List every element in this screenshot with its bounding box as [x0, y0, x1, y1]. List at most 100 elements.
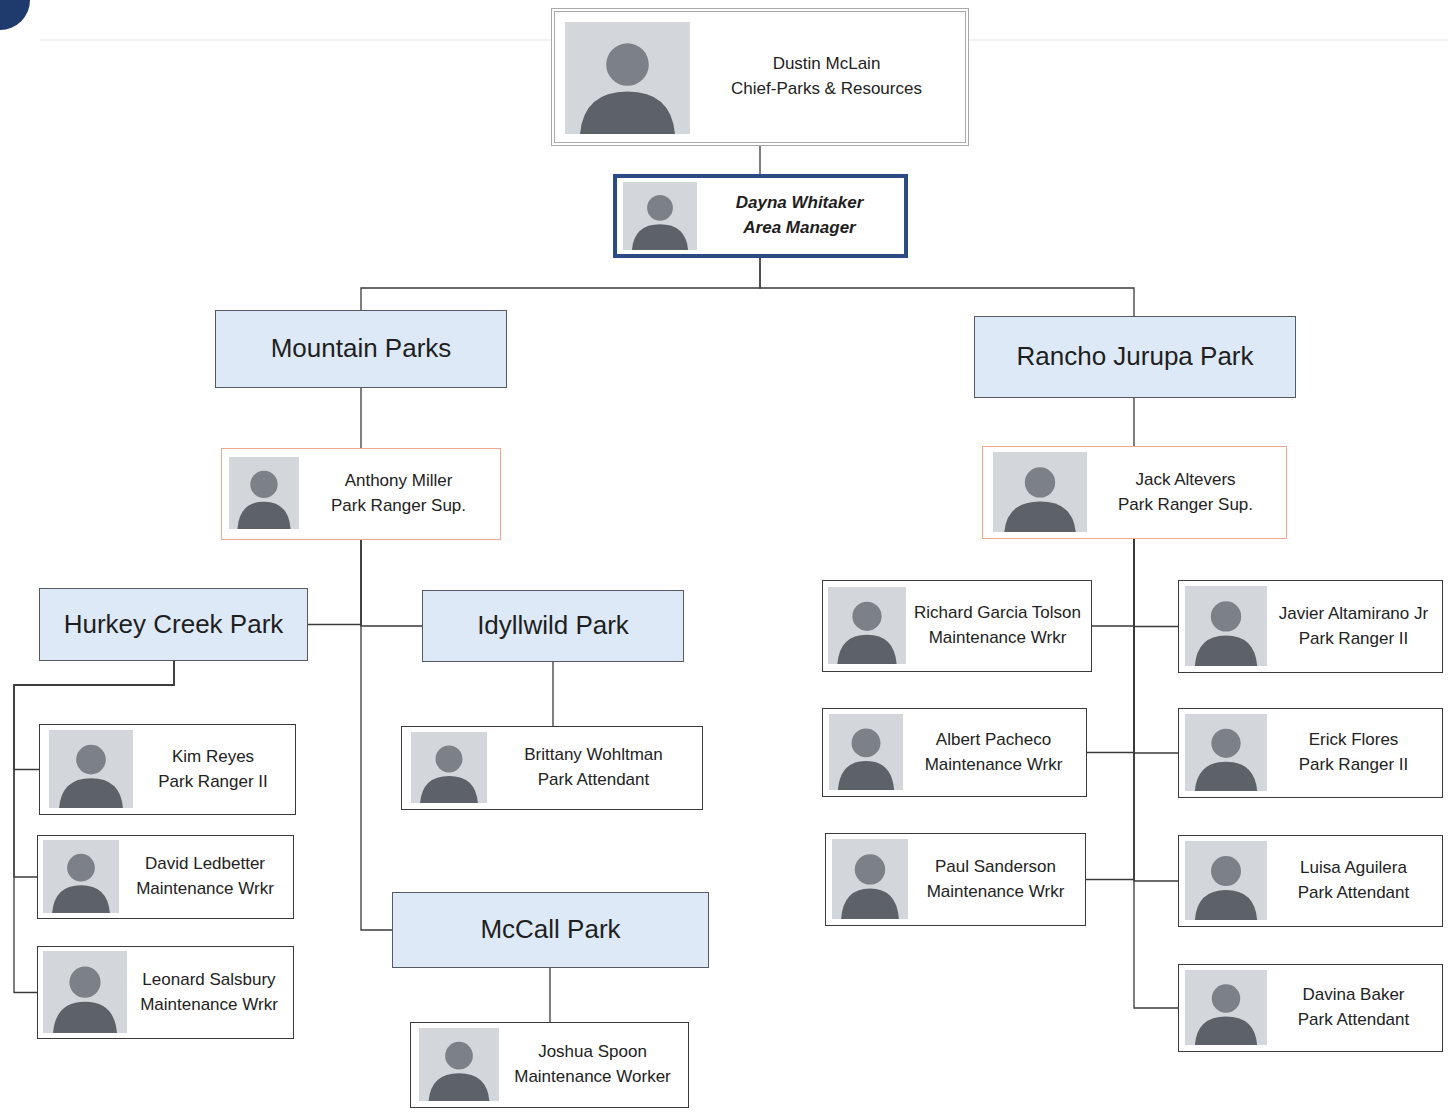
photo-body: [1195, 890, 1257, 920]
connector-line: [1134, 539, 1178, 753]
person-name: Dayna Whitaker: [703, 191, 896, 216]
job-title: Maintenance Wrkr: [909, 753, 1078, 778]
photo-ground: [993, 452, 1087, 532]
job-title: Park Ranger Sup.: [305, 494, 492, 519]
photo-ground: [43, 840, 119, 913]
staff-box: Leonard SalsburyMaintenance Wrkr: [37, 946, 294, 1039]
job-title: Maintenance Wrkr: [133, 993, 285, 1018]
person-name: Brittany Wohltman: [493, 743, 694, 768]
photo-placeholder: [1185, 586, 1267, 666]
supervisor-box: Anthony MillerPark Ranger Sup.: [221, 448, 501, 540]
connector-line: [360, 388, 361, 448]
photo-ground: [419, 1028, 499, 1101]
person-name: Javier Altamirano Jr: [1273, 602, 1434, 627]
photo-body: [841, 889, 899, 919]
text-column: Dustin McLainChief-Parks & Resources: [696, 52, 957, 101]
park-header: Hurkey Creek Park: [39, 588, 308, 661]
text-column: Hurkey Creek Park: [48, 609, 299, 640]
connector-line: [1134, 539, 1178, 627]
photo-placeholder: [43, 951, 127, 1033]
photo-ground: [49, 730, 133, 808]
park-header: Idyllwild Park: [422, 590, 684, 662]
photo-head: [606, 43, 649, 86]
connector-line: [549, 968, 550, 1022]
job-title: Park Ranger II: [139, 770, 287, 795]
photo-body: [1195, 636, 1257, 666]
photo-head: [1025, 467, 1055, 497]
photo-head: [67, 854, 95, 882]
staff-box: Kim ReyesPark Ranger II: [39, 724, 296, 815]
photo-head: [436, 745, 463, 772]
job-title: Maintenance Worker: [505, 1065, 680, 1090]
photo-placeholder: [1185, 841, 1267, 920]
job-title: Maintenance Wrkr: [912, 626, 1083, 651]
photo-body: [1195, 762, 1257, 791]
staff-box: Joshua SpoonMaintenance Worker: [410, 1022, 689, 1108]
text-column: Albert PachecoMaintenance Wrkr: [909, 728, 1078, 777]
connector-line: [552, 662, 553, 726]
manager-box: Dayna WhitakerArea Manager: [613, 174, 908, 258]
text-column: Mountain Parks: [224, 333, 498, 364]
job-title: Maintenance Wrkr: [914, 880, 1077, 905]
connector-line: [308, 540, 361, 625]
photo-placeholder: [411, 732, 487, 803]
photo-placeholder: [1185, 714, 1267, 791]
job-title: Park Ranger Sup.: [1093, 493, 1278, 518]
park-name: Rancho Jurupa Park: [983, 341, 1287, 372]
text-column: Paul SandersonMaintenance Wrkr: [914, 855, 1077, 904]
photo-head: [1211, 601, 1241, 631]
text-column: Kim ReyesPark Ranger II: [139, 745, 287, 794]
staff-box: Albert PachecoMaintenance Wrkr: [822, 708, 1087, 797]
person-name: Luisa Aguilera: [1273, 856, 1434, 881]
photo-placeholder: [1185, 970, 1267, 1045]
job-title: Park Attendant: [1273, 1008, 1434, 1033]
job-title: Area Manager: [703, 216, 896, 241]
photo-body: [420, 776, 478, 803]
photo-head: [1211, 729, 1240, 758]
photo-placeholder: [993, 452, 1087, 532]
text-column: Idyllwild Park: [431, 610, 675, 641]
park-header: McCall Park: [392, 892, 709, 968]
photo-head: [852, 728, 881, 757]
person-name: Erick Flores: [1273, 728, 1434, 753]
photo-ground: [832, 839, 908, 919]
connector-line: [361, 540, 422, 626]
text-column: Rancho Jurupa Park: [983, 341, 1287, 372]
photo-body: [838, 761, 894, 790]
text-column: Erick FloresPark Ranger II: [1273, 728, 1434, 777]
photo-head: [855, 854, 885, 884]
staff-box: Paul SandersonMaintenance Wrkr: [825, 833, 1086, 926]
connector-line: [1092, 539, 1134, 626]
photo-placeholder: [832, 839, 908, 919]
connector-line: [759, 146, 760, 174]
text-column: McCall Park: [401, 914, 700, 945]
staff-box: Erick FloresPark Ranger II: [1178, 708, 1443, 798]
photo-head: [1212, 984, 1241, 1013]
connector-line: [1087, 539, 1134, 753]
job-title: Park Attendant: [1273, 881, 1434, 906]
photo-ground: [43, 951, 127, 1033]
photo-placeholder: [419, 1028, 499, 1101]
text-column: David LedbetterMaintenance Wrkr: [125, 852, 285, 901]
text-column: Dayna WhitakerArea Manager: [703, 191, 896, 240]
connector-line: [14, 661, 174, 993]
connector-line: [361, 258, 760, 310]
photo-body: [580, 91, 675, 134]
person-name: Leonard Salsbury: [133, 968, 285, 993]
photo-placeholder: [828, 587, 906, 664]
job-title: Park Attendant: [493, 768, 694, 793]
park-name: Idyllwild Park: [431, 610, 675, 641]
person-name: Richard Garcia Tolson: [912, 601, 1083, 626]
photo-ground: [411, 732, 487, 803]
park-header: Rancho Jurupa Park: [974, 316, 1296, 398]
photo-head: [250, 471, 277, 498]
photo-ground: [623, 182, 697, 250]
text-column: Brittany WohltmanPark Attendant: [493, 743, 694, 792]
photo-ground: [229, 457, 299, 529]
photo-ground: [1185, 970, 1267, 1045]
park-name: Mountain Parks: [224, 333, 498, 364]
staff-box: Richard Garcia TolsonMaintenance Wrkr: [822, 580, 1092, 672]
photo-ground: [565, 22, 690, 134]
connector-line: [361, 540, 392, 930]
